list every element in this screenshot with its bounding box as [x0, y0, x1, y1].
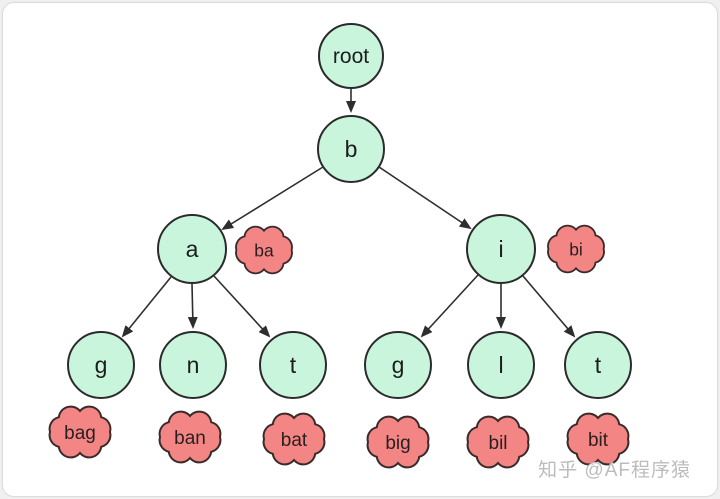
edge-i-g	[420, 274, 479, 338]
cloud-label-ban: ban	[174, 428, 206, 449]
cloud-bat: bat	[262, 412, 326, 466]
word-clouds: bag ban bat big bil	[48, 405, 630, 469]
node-circle-i-l	[467, 331, 535, 399]
node-label-i-g: g	[392, 352, 405, 378]
prefix-clouds: ba bi	[235, 224, 605, 275]
edge-b-a	[221, 166, 324, 231]
node-circle-a	[157, 214, 227, 284]
zhihu-watermark: 知乎 @AF程序猿	[538, 460, 691, 481]
node-circle-root	[318, 23, 384, 89]
node-label-a: a	[186, 236, 199, 262]
node-label-a-n: n	[187, 352, 200, 378]
cloud-label-big: big	[385, 433, 410, 454]
node-label-i-l: l	[498, 352, 503, 378]
cloud-label-bag: bag	[64, 423, 96, 444]
node-circle-a-t	[259, 331, 327, 399]
node-label-a-t: t	[290, 352, 297, 378]
trie-node-i-t: t	[564, 331, 632, 399]
edge-a-g	[121, 276, 172, 338]
edge-a-n	[187, 283, 198, 329]
node-circle-a-n	[159, 331, 227, 399]
cloud-big: big	[366, 415, 430, 469]
node-label-i-t: t	[595, 352, 602, 378]
node-circle-a-g	[67, 331, 135, 399]
node-circle-i	[466, 214, 536, 284]
cloud-label-bit: bit	[588, 430, 609, 451]
trie-node-a: a	[157, 214, 227, 284]
edge-b-i	[378, 166, 472, 230]
trie-node-a-t: t	[259, 331, 327, 399]
trie-nodes: root b a i g	[67, 23, 632, 399]
cloud-bit: bit	[566, 412, 630, 466]
node-circle-b	[317, 115, 385, 183]
cloud-bag: bag	[48, 405, 112, 459]
trie-node-i: i	[466, 214, 536, 284]
trie-node-a-n: n	[159, 331, 227, 399]
cloud-bil: bil	[466, 415, 530, 469]
node-label-b: b	[345, 136, 358, 162]
node-label-a-g: g	[95, 352, 108, 378]
cloud-bi: bi	[547, 224, 605, 274]
edges	[121, 89, 576, 338]
trie-node-b: b	[317, 115, 385, 183]
cloud-label-bi: bi	[569, 239, 583, 259]
trie-node-a-g: g	[67, 331, 135, 399]
cloud-label-bil: bil	[488, 433, 507, 454]
trie-diagram-svg: root b a i g	[48, 23, 632, 469]
cloud-ba: ba	[235, 225, 293, 275]
edge-a-t	[213, 275, 271, 338]
cloud-label-ba: ba	[254, 240, 274, 260]
cloud-ban: ban	[158, 410, 222, 464]
edge-i-t	[522, 275, 576, 338]
node-circle-i-g	[364, 331, 432, 399]
trie-node-i-g: g	[364, 331, 432, 399]
cloud-label-bat: bat	[281, 430, 308, 451]
trie-node-i-l: l	[467, 331, 535, 399]
node-circle-i-t	[564, 331, 632, 399]
node-label-root: root	[333, 45, 369, 68]
node-label-i: i	[498, 236, 503, 262]
trie-node-root: root	[318, 23, 384, 89]
